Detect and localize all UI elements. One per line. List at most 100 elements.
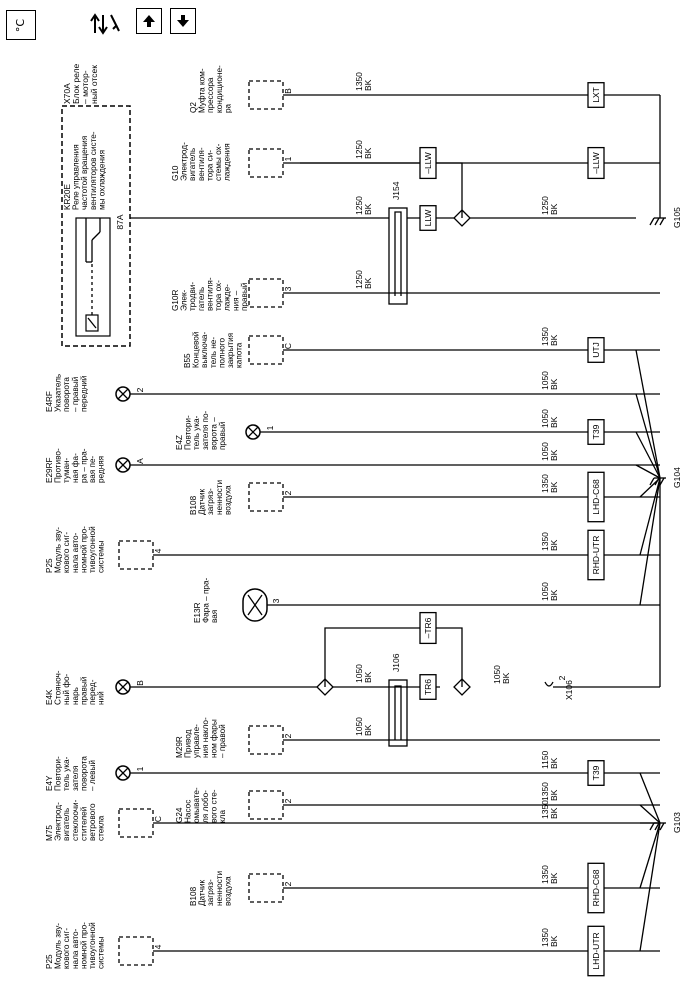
svg-text:X106: X106 [564, 680, 574, 700]
svg-text:1050: 1050 [492, 665, 502, 684]
pin-label: B [135, 680, 145, 686]
connector-outline [248, 335, 284, 365]
svg-text:тель ука-: тель ука- [62, 756, 71, 791]
svg-text:1050: 1050 [354, 717, 364, 736]
svg-text:вентиляторов систе-: вентиляторов систе- [89, 131, 98, 210]
svg-text:полного: полного [217, 338, 226, 368]
svg-text:BK: BK [549, 872, 559, 884]
svg-text:лаждения: лаждения [223, 143, 232, 181]
svg-text:нарь: нарь [71, 687, 80, 705]
connector-outline [248, 873, 284, 903]
svg-text:управле-: управле- [192, 724, 201, 758]
svg-text:ний: ний [97, 691, 106, 705]
ground-fan-wire [635, 464, 661, 479]
svg-text:тивоугонной: тивоугонной [88, 526, 97, 573]
pin-label: 2 [283, 733, 293, 738]
temperature-unit-button[interactable]: °C [6, 10, 36, 40]
svg-text:– мотор-: – мотор- [80, 70, 90, 104]
svg-text:вого сте-: вого сте- [209, 789, 218, 823]
svg-text:J106: J106 [391, 653, 401, 672]
svg-text:стекла: стекла [97, 815, 106, 841]
svg-text:стемы ох-: стемы ох- [214, 143, 223, 181]
connector-view-button[interactable] [88, 8, 122, 38]
svg-text:правый: правый [218, 422, 227, 450]
svg-text:ра – пра-: ра – пра- [79, 448, 88, 483]
option-label: UTJ [591, 342, 601, 358]
svg-text:J154: J154 [391, 181, 401, 200]
splice-j154: J154 [388, 181, 408, 305]
svg-text:кового сиг-: кового сиг- [62, 928, 71, 969]
pin-label: 1 [135, 766, 145, 771]
svg-text:Электрод-: Электрод- [180, 142, 189, 181]
svg-text:E29RF: E29RF [45, 458, 54, 483]
svg-text:вая: вая [210, 610, 219, 623]
splice-j106-label: J106 [391, 653, 401, 672]
svg-text:частотой вращения: частотой вращения [80, 136, 89, 210]
pin-label: 2 [283, 798, 293, 803]
ground-fan-wire [639, 477, 661, 556]
svg-text:стеклоочи-: стеклоочи- [71, 799, 80, 841]
svg-text:ненности: ненности [215, 480, 224, 515]
svg-text:BK: BK [549, 449, 559, 461]
svg-text:стителей: стителей [79, 807, 88, 841]
svg-text:вигатель: вигатель [188, 148, 197, 181]
option-label: –LLW [423, 152, 433, 174]
option-box: TR6 [419, 674, 437, 700]
splice-j154-bar [388, 207, 408, 305]
svg-text:E13R: E13R [193, 602, 202, 623]
svg-text:ля лобо-: ля лобо- [201, 790, 210, 823]
arrow-down-icon [177, 15, 189, 27]
connector-outline [118, 936, 154, 966]
pin-label: C [283, 343, 293, 349]
connector-outline [248, 790, 284, 820]
svg-text:мы охлаждения: мы охлаждения [97, 150, 106, 210]
svg-text:BK: BK [549, 935, 559, 947]
headlamp-icon [242, 588, 268, 622]
svg-text:M29R: M29R [175, 736, 184, 758]
svg-text:BK: BK [363, 724, 373, 736]
svg-text:тель ука-: тель ука- [192, 415, 201, 450]
relay-outline [75, 217, 111, 337]
svg-text:зателя по-: зателя по- [201, 410, 210, 450]
svg-text:прессора: прессора [206, 77, 215, 113]
svg-text:кового сиг-: кового сиг- [62, 532, 71, 573]
svg-text:гатель: гатель [197, 287, 206, 311]
svg-text:1250: 1250 [540, 196, 550, 215]
ground-g104: G104 [649, 467, 682, 488]
svg-text:BK: BK [549, 789, 559, 801]
svg-text:BK: BK [501, 672, 511, 684]
splice-j154-label: J154 [391, 181, 401, 200]
scroll-up-button[interactable] [136, 8, 162, 34]
svg-text:1350: 1350 [540, 327, 550, 346]
connector-view-icon [90, 13, 120, 35]
ground-fan-wire [635, 349, 661, 479]
svg-text:1350: 1350 [540, 800, 550, 819]
svg-text:G10R: G10R [171, 290, 180, 311]
svg-text:B108: B108 [189, 495, 198, 515]
svg-text:ный отсек: ный отсек [89, 65, 99, 104]
svg-text:воздуха: воздуха [223, 485, 232, 515]
ground-label: G103 [672, 812, 682, 833]
option-box: RHD-C68 [587, 862, 605, 914]
scroll-down-button[interactable] [170, 8, 196, 34]
svg-text:BK: BK [549, 539, 559, 551]
svg-text:BK: BK [549, 416, 559, 428]
